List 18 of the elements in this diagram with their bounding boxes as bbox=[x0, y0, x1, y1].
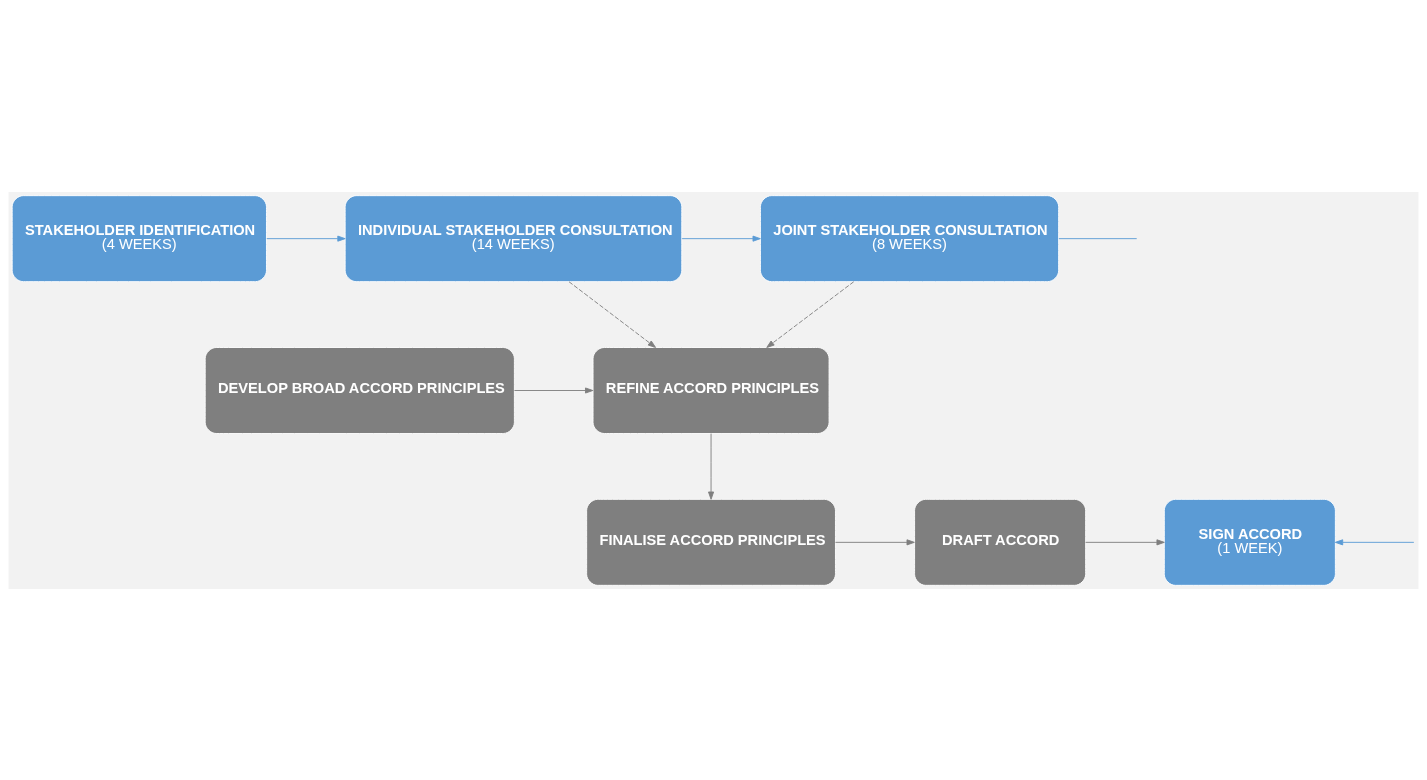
node-box: INDIVIDUAL STAKEHOLDER CONSULTATION (14 WEEKS) bbox=[344, 194, 683, 282]
arrow bbox=[1334, 538, 1415, 545]
arrow bbox=[266, 235, 346, 242]
node-box: JOINT STAKEHOLDER CONSULTATION (8 WEEKS) bbox=[760, 194, 1060, 282]
arrow bbox=[568, 280, 656, 348]
arrow bbox=[681, 235, 761, 242]
node-box: REFINE ACCORD PRINCIPLES bbox=[592, 346, 830, 434]
node-box: FINALISE ACCORD PRINCIPLES bbox=[586, 498, 836, 586]
node-box: DRAFT ACCORD bbox=[914, 498, 1087, 586]
arrow bbox=[835, 538, 915, 545]
arrow bbox=[1085, 538, 1165, 545]
arrow bbox=[514, 387, 594, 393]
arrow bbox=[708, 432, 715, 500]
arrow bbox=[766, 280, 855, 348]
node-box: STAKEHOLDER IDENTIFICATION (4 WEEKS) bbox=[11, 194, 267, 282]
node-box: SIGN ACCORD (1 WEEK) bbox=[1163, 498, 1336, 586]
node-box: DEVELOP BROAD ACCORD PRINCIPLES bbox=[204, 346, 515, 434]
connector bbox=[1058, 237, 1138, 239]
